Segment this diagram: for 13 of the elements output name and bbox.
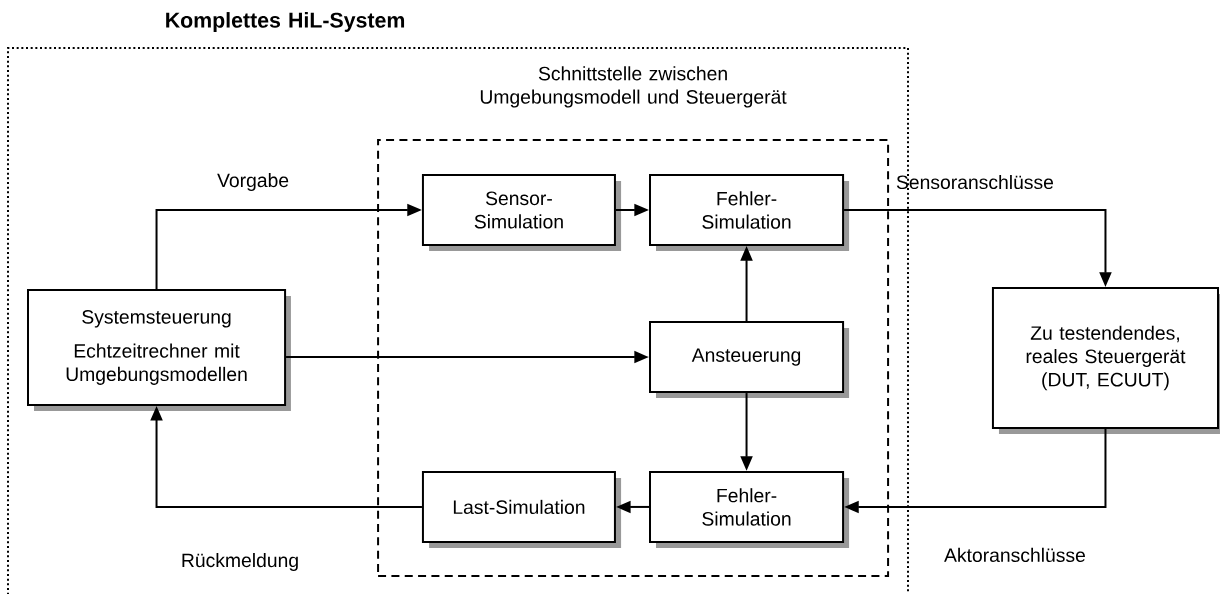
- process-box: Fehler-Simulation: [649, 470, 850, 548]
- edge-label: Vorgabe: [217, 173, 289, 191]
- process-box: Systemsteuerung Echtzeitrechner mit Umgebungsmodellen: [27, 289, 291, 411]
- group-heading: Komplettes HiL-System: [166, 12, 405, 32]
- process-box: Sensor-Simulation: [421, 174, 622, 251]
- edge-label: Rückmeldung: [182, 553, 298, 571]
- process-box: Last-Simulation: [421, 470, 622, 548]
- process-box: Fehler-Simulation: [649, 174, 850, 251]
- process-box: Ansteuerung: [649, 321, 850, 398]
- group-heading: Schnittstelle zwischen Umgebungsmodell und Steuergerät: [480, 66, 787, 108]
- process-box: Zu testendendes, reales Steuergerät (DUT, ECUUT): [991, 287, 1220, 434]
- edge-label: Aktoranschlüsse: [944, 547, 1085, 563]
- edge-label: Sensoranschlüsse: [896, 174, 1054, 190]
